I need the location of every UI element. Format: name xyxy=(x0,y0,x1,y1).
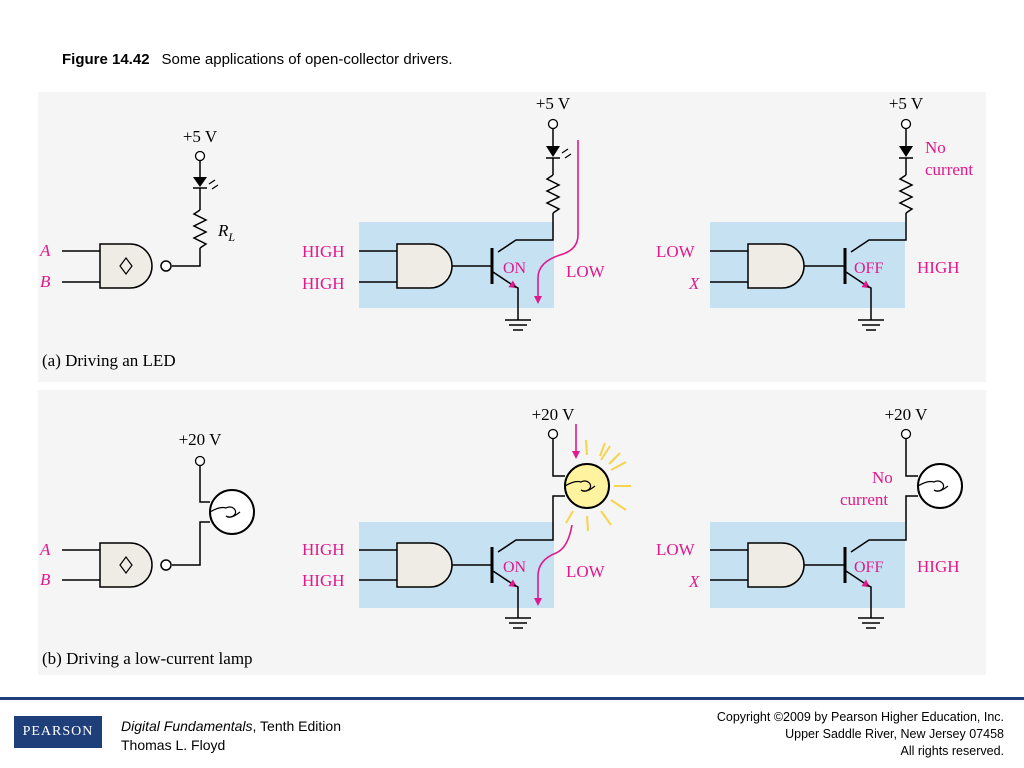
and-gate-icon xyxy=(396,243,453,289)
supply-label: +20 V xyxy=(885,405,929,424)
input-low-label: LOW xyxy=(656,242,696,261)
circuit-b-middle: +20 V xyxy=(302,405,631,629)
ground-icon xyxy=(858,319,884,331)
off-label: OFF xyxy=(854,260,883,277)
footer-divider xyxy=(0,697,1024,700)
circuit-b-left: +20 V A B xyxy=(39,430,255,589)
nand-gate-icon xyxy=(99,542,153,588)
book-edition: , Tenth Edition xyxy=(252,718,341,734)
open-collector-symbol xyxy=(119,257,133,275)
current-flow-arrow xyxy=(534,524,573,606)
resistor-icon xyxy=(898,174,914,214)
input-b-label: B xyxy=(40,570,51,589)
no-current-label: current xyxy=(925,160,973,179)
open-collector-symbol xyxy=(119,556,133,574)
no-current-label: current xyxy=(840,490,888,509)
book-info: Digital Fundamentals, Tenth Edition Thom… xyxy=(121,717,341,755)
ground-icon xyxy=(505,319,531,331)
lamp-lit-icon xyxy=(564,439,631,532)
book-title: Digital Fundamentals xyxy=(121,718,253,734)
circuit-a-middle: +5 V HIGH HIGH ON xyxy=(302,94,606,331)
figure-caption: Figure 14.42 Some applications of open-co… xyxy=(62,51,453,68)
current-flow-arrow xyxy=(534,140,579,304)
transistor-icon xyxy=(490,547,518,588)
supply-terminal xyxy=(194,150,206,162)
input-a-label: A xyxy=(39,241,51,260)
no-current-label: No xyxy=(872,468,893,487)
ground-icon xyxy=(858,617,884,629)
lamp-icon xyxy=(917,463,963,509)
on-label: ON xyxy=(503,260,527,277)
input-b-label: B xyxy=(40,272,51,291)
output-high-label: HIGH xyxy=(917,258,960,277)
input-high-label: HIGH xyxy=(302,571,345,590)
output-high-label: HIGH xyxy=(917,557,960,576)
input-x-label: X xyxy=(688,274,700,293)
figure-title: Some applications of open-collector driv… xyxy=(161,51,453,68)
resistor-icon xyxy=(192,209,208,249)
input-x-label: X xyxy=(688,572,700,591)
transistor-icon xyxy=(843,547,871,588)
output-low-label: LOW xyxy=(566,262,606,281)
off-label: OFF xyxy=(854,559,883,576)
gate-internal-box xyxy=(710,222,905,308)
subcaption-a: (a) Driving an LED xyxy=(42,351,176,370)
resistor-label: RL xyxy=(217,221,235,244)
copyright-notice: Copyright ©2009 by Pearson Higher Educat… xyxy=(716,710,1004,758)
input-low-label: LOW xyxy=(656,540,696,559)
no-current-label: No xyxy=(925,138,946,157)
input-high-label: HIGH xyxy=(302,540,345,559)
and-gate-icon xyxy=(747,243,805,289)
ground-icon xyxy=(505,617,531,629)
subcaption-b: (b) Driving a low-current lamp xyxy=(42,649,253,668)
input-high-label: HIGH xyxy=(302,242,345,261)
supply-label: +20 V xyxy=(532,405,576,424)
transistor-icon xyxy=(843,248,871,289)
supply-label: +5 V xyxy=(889,94,924,113)
supply-label: +5 V xyxy=(183,127,218,146)
lamp-icon xyxy=(209,489,255,535)
nand-gate-icon xyxy=(99,243,153,289)
circuit-a-left: +5 V RL A B xyxy=(39,127,235,291)
and-gate-icon xyxy=(747,542,805,588)
circuit-a-right: +5 V No current LOW X OFF xyxy=(656,94,973,331)
and-gate-icon xyxy=(396,542,453,588)
circuit-figure: +5 V RL A B +5 V xyxy=(39,94,974,668)
gate-internal-box xyxy=(359,222,554,308)
resistor-icon xyxy=(545,174,561,214)
supply-label: +20 V xyxy=(179,430,223,449)
input-a-label: A xyxy=(39,540,51,559)
book-author: Thomas L. Floyd xyxy=(121,737,226,753)
circuit-b-right: +20 V No current LOW X OFF xyxy=(656,405,963,629)
transistor-icon xyxy=(490,248,518,289)
on-label: ON xyxy=(503,559,527,576)
output-low-label: LOW xyxy=(566,562,606,581)
figure-number: Figure 14.42 xyxy=(62,51,150,68)
input-high-label: HIGH xyxy=(302,274,345,293)
pearson-logo: PEARSON xyxy=(14,716,102,748)
supply-label: +5 V xyxy=(536,94,571,113)
